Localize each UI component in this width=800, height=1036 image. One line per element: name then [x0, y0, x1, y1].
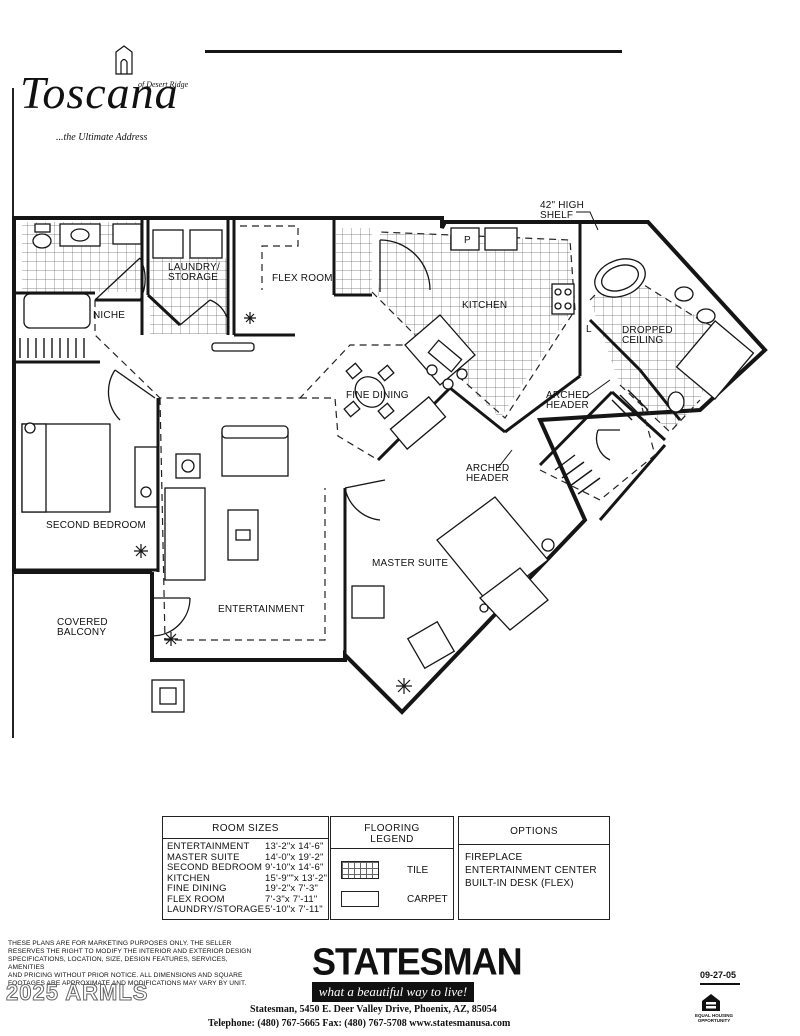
plants	[134, 312, 412, 694]
side-sofa-icon	[164, 487, 206, 581]
tile-areas	[22, 222, 720, 432]
tile-swatch-icon	[341, 861, 379, 879]
master-sink-b-icon	[696, 308, 716, 324]
plan-date: 09-27-05	[700, 970, 737, 980]
label-fine-dining: FINE DINING	[346, 390, 409, 401]
label-shelf-1: 42" HIGH	[540, 200, 584, 211]
label-laundry-2: STORAGE	[168, 272, 218, 283]
label-balcony-2: BALCONY	[57, 627, 106, 638]
label-entertainment: ENTERTAINMENT	[218, 604, 305, 615]
carpet-legend-label: CARPET	[407, 894, 448, 905]
label-kitchen: KITCHEN	[462, 300, 507, 311]
options-box: OPTIONS FIREPLACE ENTERTAINMENT CENTER B…	[458, 816, 610, 920]
balcony-planter-icon	[151, 679, 185, 713]
tower-emblem-icon	[115, 45, 133, 75]
label-laundry-1: LAUNDRY/	[168, 262, 220, 273]
label-pointers	[497, 211, 611, 469]
label-shelf-2: SHELF	[540, 210, 573, 221]
label-second-bedroom: SECOND BEDROOM	[46, 520, 146, 531]
label-linen: L	[586, 324, 592, 335]
room-labels: NICHE LAUNDRY/ STORAGE FLEX ROOM KITCHEN…	[46, 200, 673, 638]
label-master-suite: MASTER SUITE	[372, 558, 448, 569]
master-dresser-icon	[389, 396, 447, 450]
label-niche: NICHE	[93, 310, 125, 321]
plant-entertainment-icon	[164, 632, 178, 646]
option-item: ENTERTAINMENT CENTER	[465, 865, 597, 876]
plant-bedroom-icon	[134, 544, 148, 558]
builder-contact: Telephone: (480) 767-5665 Fax: (480) 767…	[208, 1018, 511, 1029]
closet-rods	[19, 338, 649, 495]
builder-name: STATESMAN	[312, 939, 523, 983]
options-list: FIREPLACE ENTERTAINMENT CENTER BUILT-IN …	[459, 845, 609, 890]
options-title: OPTIONS	[459, 817, 609, 845]
built-in-desk-icon	[211, 342, 255, 352]
flooring-legend-title: FLOORING LEGEND	[331, 817, 453, 849]
kitchen-sink-icon	[427, 339, 463, 373]
washer-icon	[152, 229, 184, 259]
top-rule	[205, 50, 622, 53]
label-pantry: P	[464, 235, 471, 246]
option-item: BUILT-IN DESK (FLEX)	[465, 878, 574, 889]
plant-flex-icon	[244, 312, 256, 324]
pantry-box-icon	[450, 227, 480, 251]
exterior-walls	[12, 216, 768, 715]
logo-tagline: ...the Ultimate Address	[56, 132, 148, 143]
linen-box-icon	[112, 223, 142, 245]
label-arched-b-2: HEADER	[466, 473, 509, 484]
shower-icon	[675, 320, 755, 400]
label-dropped-1: DROPPED	[622, 325, 673, 336]
watermark: 2025 ARMLS	[5, 980, 149, 1006]
door-swings	[94, 239, 620, 637]
builder-logo: STATESMAN what a beautiful way to live!	[312, 939, 523, 1002]
logo-name: Toscana	[20, 67, 179, 118]
plant-master-icon	[396, 678, 412, 694]
label-arched-b-1: ARCHED	[466, 463, 509, 474]
master-sink-a-icon	[674, 286, 694, 302]
master-chair-a-icon	[351, 585, 385, 619]
flooring-legend-box: FLOORING LEGEND TILE CARPET	[330, 816, 454, 920]
disclaimer: These plans are for marketing purposes o…	[8, 940, 252, 987]
builder-address: Statesman, 5450 E. Deer Valley Drive, Ph…	[250, 1004, 497, 1015]
brand-logo: Toscana of Desert Ridge ...the Ultimate …	[20, 44, 210, 144]
range-icon	[551, 283, 575, 315]
dresser-icon	[134, 446, 158, 508]
builder-slogan: what a beautiful way to live!	[312, 982, 474, 1002]
interior-walls	[16, 220, 682, 655]
label-arched-a-1: ARCHED	[546, 390, 589, 401]
logo-sub: of Desert Ridge	[138, 80, 189, 89]
label-dropped-2: CEILING	[622, 335, 663, 346]
date-rule	[700, 983, 740, 985]
furniture	[21, 342, 555, 713]
soffit-dashes	[94, 225, 721, 641]
kitchen-fixtures	[404, 227, 575, 390]
label-arched-a-2: HEADER	[546, 400, 589, 411]
tile-legend-label: TILE	[407, 865, 429, 876]
equal-housing-label: EQUAL HOUSING OPPORTUNITY	[695, 1013, 733, 1023]
label-flex-room: FLEX ROOM	[272, 273, 333, 284]
dining-table-icon	[354, 376, 386, 408]
bath-fixtures	[23, 223, 755, 413]
dryer-icon	[189, 229, 223, 259]
label-balcony-1: COVERED	[57, 617, 108, 628]
option-item: FIREPLACE	[465, 852, 523, 863]
master-toilet-icon	[667, 391, 685, 413]
equal-housing-icon	[700, 992, 722, 1012]
carpet-swatch-icon	[341, 891, 379, 907]
bathtub-icon	[23, 293, 91, 329]
master-chair-b-icon	[406, 620, 456, 670]
toilet-icon	[32, 233, 52, 249]
fridge-icon	[484, 227, 518, 251]
room-sizes-title: ROOM SIZES	[163, 817, 328, 839]
floor-plan: NICHE LAUNDRY/ STORAGE FLEX ROOM KITCHEN…	[12, 200, 768, 715]
